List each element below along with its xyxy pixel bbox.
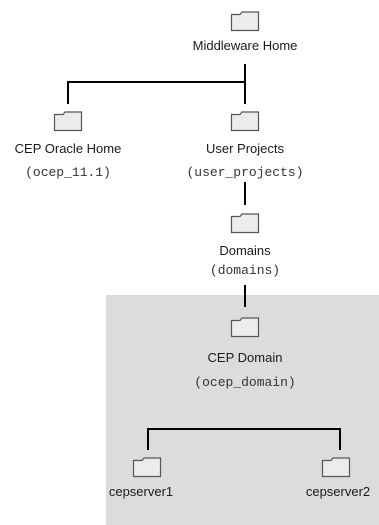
domains-dir: (domains) (209, 263, 281, 278)
cepserver1-label: cepserver1 (108, 484, 174, 499)
user-projects-dir: (user_projects) (186, 165, 304, 180)
middleware-home-label: Middleware Home (192, 38, 298, 53)
cepserver2-folder-icon (321, 457, 351, 478)
cep-oracle-home-folder-icon (53, 111, 83, 132)
domains-folder-icon (230, 213, 260, 234)
middleware-home-folder-icon (230, 11, 260, 32)
cep-domain-label: CEP Domain (207, 350, 283, 365)
cep-domain-folder-icon (230, 317, 260, 338)
cepserver2-label: cepserver2 (305, 484, 371, 499)
cepserver1-folder-icon (132, 457, 162, 478)
cep-oracle-home-label: CEP Oracle Home (14, 141, 122, 156)
cep-domain-dir: (ocep_domain) (194, 375, 296, 390)
cep-oracle-home-dir: (ocep_11.1) (25, 165, 111, 180)
user-projects-label: User Projects (205, 141, 285, 156)
user-projects-folder-icon (230, 111, 260, 132)
domains-label: Domains (219, 243, 271, 258)
